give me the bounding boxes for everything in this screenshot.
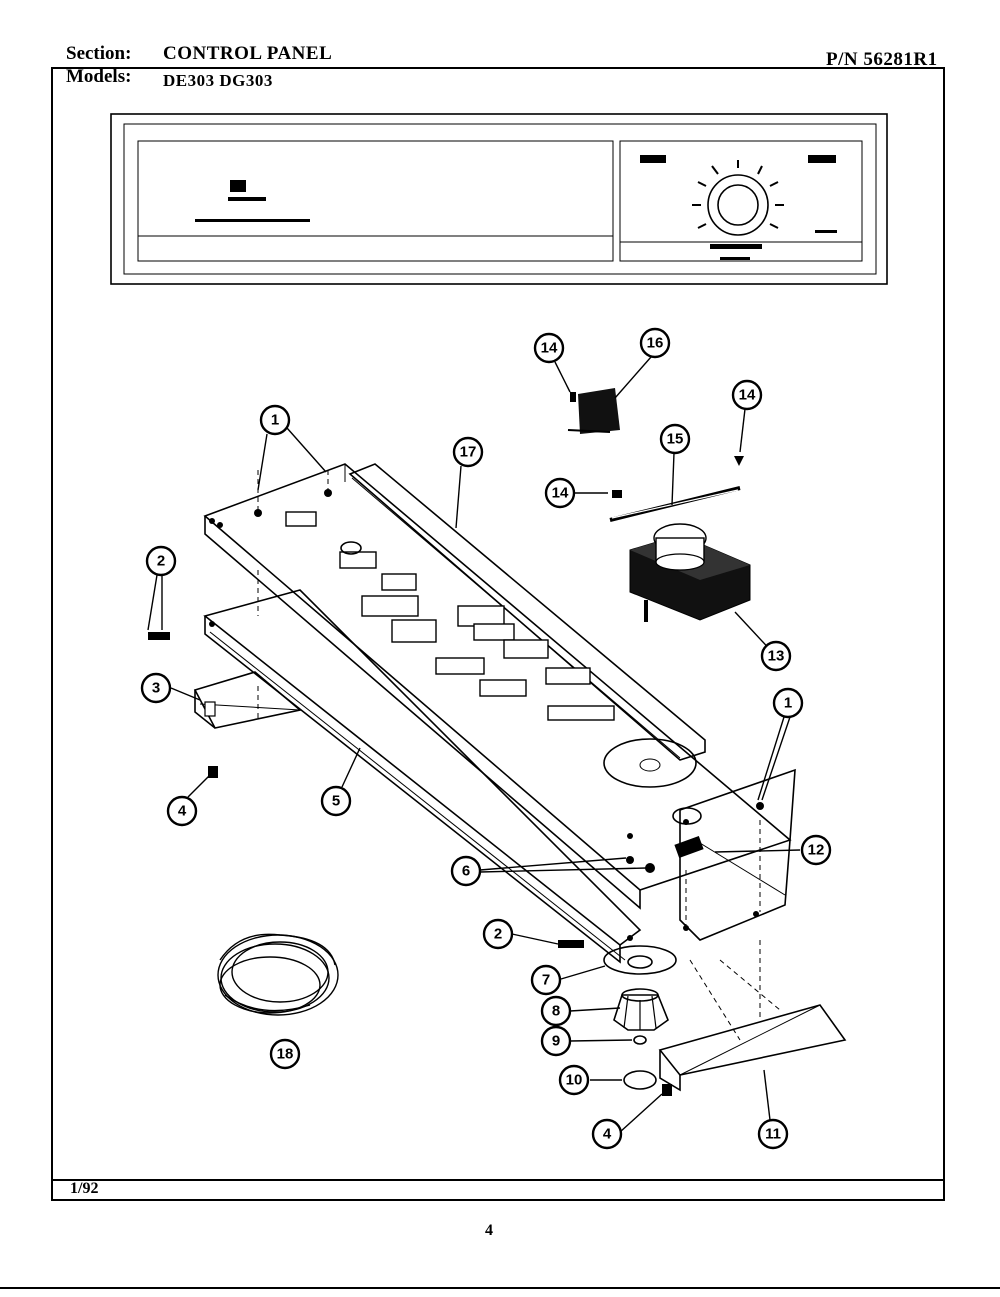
- svg-text:1: 1: [271, 412, 279, 429]
- page-number: 4: [485, 1222, 493, 1239]
- callout-17: 17: [452, 436, 484, 468]
- callout-11: 11: [757, 1118, 789, 1150]
- svg-text:8: 8: [552, 1003, 560, 1020]
- svg-text:14: 14: [552, 485, 569, 502]
- right-foot-bracket: [658, 1004, 847, 1092]
- svg-text:2: 2: [157, 553, 165, 570]
- screw-hardware: [148, 456, 744, 1096]
- svg-text:14: 14: [541, 340, 558, 357]
- callout-5: 5: [320, 785, 352, 817]
- callout-18: 18: [269, 1038, 301, 1070]
- sub-panel-assembly: [203, 589, 642, 964]
- page-bottom-rule: [0, 1287, 1000, 1289]
- wire-harness: [217, 933, 339, 1016]
- alignment-lines: [257, 470, 781, 1041]
- svg-text:7: 7: [542, 972, 550, 989]
- maytag-logo-icon: [230, 180, 246, 192]
- svg-text:1: 1: [784, 695, 792, 712]
- main-panel-assembly: [203, 463, 792, 910]
- section-value: CONTROL PANEL: [163, 43, 333, 64]
- footer-date: 1/92: [70, 1180, 99, 1197]
- svg-text:14: 14: [739, 387, 756, 404]
- callout-7: 7: [530, 964, 562, 996]
- callout-16: 16: [639, 327, 671, 359]
- callout-15: 15: [659, 423, 691, 455]
- callout-2: 2: [145, 545, 177, 577]
- models-value: DE303 DG303: [163, 71, 273, 90]
- svg-text:9: 9: [552, 1033, 560, 1050]
- callout-2: 2: [482, 918, 514, 950]
- svg-text:15: 15: [667, 431, 684, 448]
- svg-text:6: 6: [462, 863, 470, 880]
- callout-14: 14: [544, 477, 576, 509]
- leader-lines: [147, 356, 801, 1133]
- callout-14: 14: [533, 332, 565, 364]
- right-bracket-plate: [672, 768, 796, 941]
- svg-text:18: 18: [277, 1046, 294, 1063]
- svg-text:17: 17: [460, 444, 477, 461]
- svg-text:12: 12: [808, 842, 825, 859]
- left-side-bracket: [193, 671, 302, 729]
- callout-1: 1: [259, 404, 291, 436]
- svg-text:13: 13: [768, 648, 785, 665]
- callout-6: 6: [450, 855, 482, 887]
- callout-13: 13: [760, 640, 792, 672]
- front-panel-illustration: [110, 113, 888, 285]
- callout-9: 9: [540, 1025, 572, 1057]
- knob-assembly: [603, 945, 677, 1090]
- callout-8: 8: [540, 995, 572, 1027]
- svg-text:4: 4: [603, 1126, 612, 1143]
- timer-assembly: [629, 523, 751, 622]
- svg-text:5: 5: [332, 793, 340, 810]
- callout-4: 4: [591, 1118, 623, 1150]
- svg-text:4: 4: [178, 803, 187, 820]
- svg-text:16: 16: [647, 335, 664, 352]
- part-number: P/N 56281R1: [826, 49, 938, 70]
- models-label: Models:: [66, 66, 132, 87]
- callout-1: 1: [772, 687, 804, 719]
- callout-4: 4: [166, 795, 198, 827]
- section-label: Section:: [66, 43, 132, 64]
- svg-text:10: 10: [566, 1072, 583, 1089]
- footer-divider: [51, 1179, 945, 1181]
- callout-10: 10: [558, 1064, 590, 1096]
- callout-3: 3: [140, 672, 172, 704]
- svg-text:11: 11: [765, 1126, 781, 1143]
- svg-text:3: 3: [152, 680, 160, 697]
- diagram-frame: [51, 67, 945, 1201]
- callout-14: 14: [731, 379, 763, 411]
- switch-part: [567, 388, 620, 434]
- callout-12: 12: [800, 834, 832, 866]
- svg-text:2: 2: [494, 926, 502, 943]
